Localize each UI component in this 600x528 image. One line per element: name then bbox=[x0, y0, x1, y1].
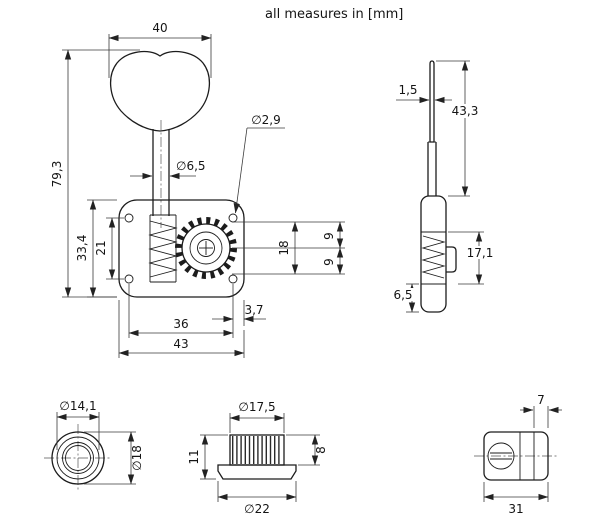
dim-bushing-height: 11 bbox=[187, 434, 228, 480]
string-post bbox=[152, 129, 170, 216]
screw-holes bbox=[124, 213, 238, 284]
dim-gear-height: 18 9 9 bbox=[232, 221, 345, 275]
dim-key-width: 40 bbox=[108, 21, 212, 78]
bushing-side-view: ∅17,5 11 8 ∅22 bbox=[187, 400, 328, 516]
dim-bore-diameter: ∅14,1 bbox=[56, 399, 100, 450]
side-view: 1,5 43,3 17,1 6,5 bbox=[390, 60, 497, 313]
tuning-key-outline bbox=[110, 50, 210, 132]
dim-plate-width: 43 bbox=[118, 300, 245, 358]
dim-key-thickness: 1,5 bbox=[396, 83, 452, 104]
bushing-top-view: ∅14,1 ∅18 bbox=[44, 399, 144, 492]
dim-label-hole-edge-offset: 3,7 bbox=[244, 303, 263, 317]
dim-label-bore-diameter: ∅14,1 bbox=[59, 399, 96, 413]
dim-label-flange-diameter: ∅22 bbox=[244, 502, 270, 516]
dim-label-segment-top: 9 bbox=[322, 232, 336, 240]
worm-spring bbox=[148, 214, 178, 283]
dim-label-knurl-diameter: ∅17,5 bbox=[238, 400, 275, 414]
dim-label-total-height: 79,3 bbox=[50, 161, 64, 188]
dim-label-gear-height: 18 bbox=[277, 240, 291, 255]
dim-label-post-length: 6,5 bbox=[393, 288, 412, 302]
dim-label-plate-height: 33,4 bbox=[75, 235, 89, 262]
dim-label-shaft-diameter: ∅6,5 bbox=[176, 159, 206, 173]
units-note: all measures in [mm] bbox=[265, 7, 403, 22]
dim-knurl-diameter: ∅17,5 bbox=[229, 400, 285, 433]
screw-body bbox=[483, 431, 549, 481]
dim-label-outer-diameter: ∅18 bbox=[130, 445, 144, 471]
worm-shaft-end bbox=[446, 246, 457, 273]
dim-head-width: 7 bbox=[520, 393, 562, 428]
dim-label-knurl-height: 8 bbox=[314, 446, 328, 454]
dim-label-housing-depth: 17,1 bbox=[467, 246, 494, 260]
bushing-circles bbox=[51, 431, 105, 485]
dim-label-screw-length: 31 bbox=[508, 502, 523, 516]
dim-label-segment-bottom: 9 bbox=[322, 258, 336, 266]
dim-label-plate-width: 43 bbox=[173, 337, 188, 351]
dim-label-key-width: 40 bbox=[152, 21, 167, 35]
spring-side bbox=[421, 235, 446, 279]
dim-total-height: 79,3 bbox=[50, 49, 140, 298]
dim-flange-diameter: ∅22 bbox=[217, 481, 297, 516]
dim-label-hole-spacing-vertical: 21 bbox=[94, 240, 108, 255]
front-view: 40 79,3 33,4 21 ∅6,5 bbox=[50, 21, 345, 358]
worm-gear bbox=[175, 217, 237, 279]
dim-hole-spacing-vertical: 21 bbox=[94, 217, 124, 280]
slotted-head bbox=[487, 442, 515, 470]
dim-plate-height: 33,4 bbox=[75, 199, 117, 298]
dim-outer-diameter: ∅18 bbox=[84, 431, 144, 485]
dim-label-upper-height: 43,3 bbox=[452, 104, 479, 118]
dim-hole-edge-offset: 3,7 bbox=[212, 300, 266, 326]
screw-side-view: 7 31 bbox=[474, 393, 562, 516]
dim-label-head-width: 7 bbox=[537, 393, 545, 407]
dim-label-screw-hole-diameter: ∅2,9 bbox=[251, 113, 281, 127]
key-blade-side bbox=[427, 60, 437, 196]
dim-screw-hole-diameter: ∅2,9 bbox=[233, 113, 285, 214]
dim-shaft-diameter: ∅6,5 bbox=[130, 159, 206, 180]
dim-label-bushing-height: 11 bbox=[187, 449, 201, 464]
dim-upper-height: 43,3 bbox=[436, 60, 484, 197]
dim-housing-depth: 17,1 bbox=[448, 231, 497, 285]
dim-label-key-thickness: 1,5 bbox=[398, 83, 417, 97]
dim-post-length: 6,5 bbox=[390, 283, 419, 313]
knurl-body bbox=[229, 434, 285, 466]
dim-knurl-height: 8 bbox=[286, 434, 328, 466]
bushing-flange bbox=[217, 464, 297, 480]
housing-side bbox=[420, 195, 447, 313]
dim-label-hole-spacing-horizontal: 36 bbox=[173, 317, 188, 331]
mounting-plate bbox=[118, 199, 245, 298]
dim-hole-spacing-horizontal: 36 bbox=[128, 284, 234, 338]
dim-screw-length: 31 bbox=[483, 482, 549, 516]
